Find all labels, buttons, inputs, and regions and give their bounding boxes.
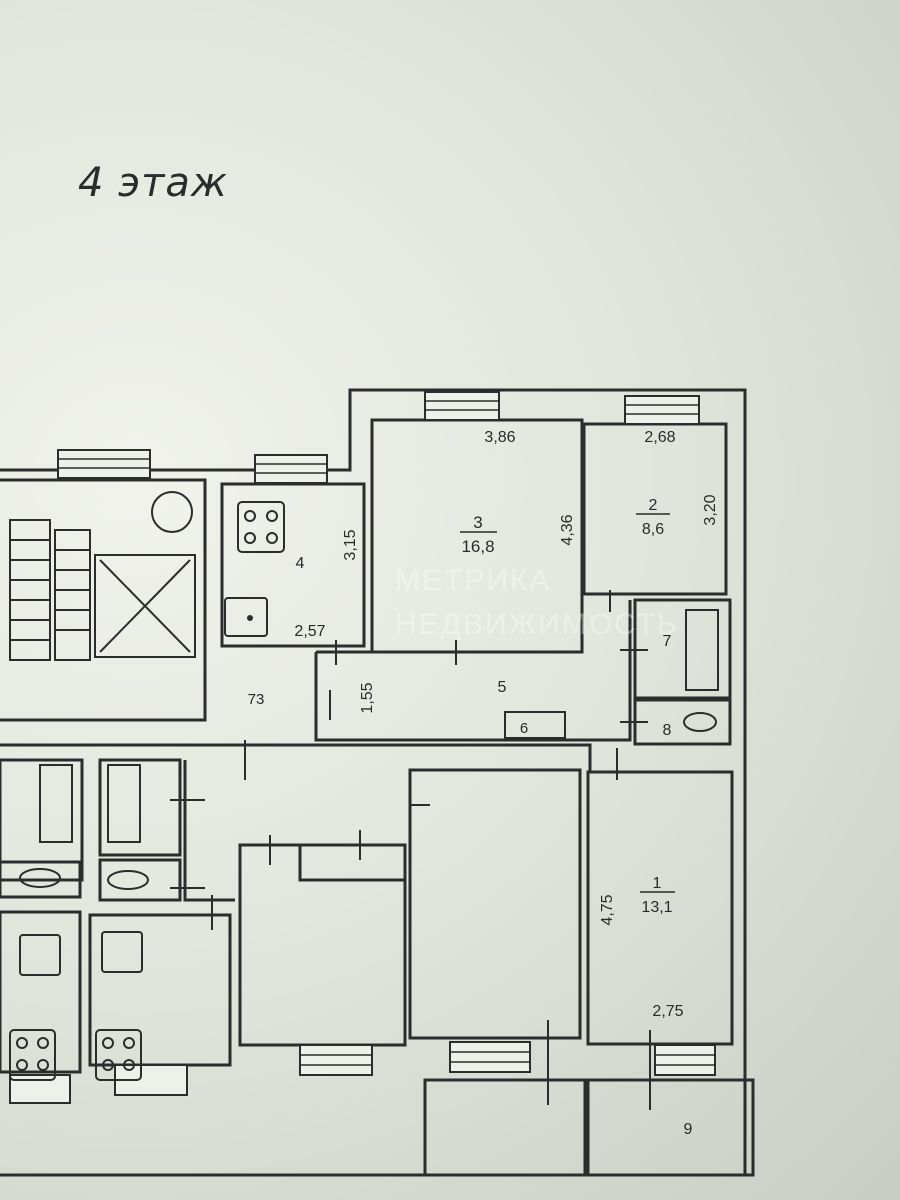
door-marks (170, 590, 651, 1110)
wardrobe-6 (504, 711, 566, 739)
room-3-length: 4,36 (559, 514, 576, 545)
neighbour-room-2-outline (238, 843, 407, 1047)
room-1-width: 2,75 (652, 1003, 683, 1020)
room-4-width: 2,57 (294, 623, 325, 640)
sink-icon (19, 597, 268, 976)
floor-title: 4 этаж (78, 160, 228, 206)
room-2-length: 3,20 (702, 494, 719, 525)
neighbour-room-outline (408, 768, 582, 1040)
room-1-number: 1 (653, 875, 662, 892)
room-9-outline (586, 1078, 755, 1177)
room-4-length: 3,15 (342, 529, 359, 560)
watermark-line1: МЕТРИКА (395, 564, 551, 597)
room-6-number: 6 (520, 720, 528, 737)
watermark-line2: НЕДВИЖИМОСТЬ (395, 608, 679, 641)
toilet-icon (19, 712, 717, 890)
room-4-outline (220, 482, 366, 648)
window-lines (58, 400, 715, 1066)
misc-dimension: 73 (248, 691, 265, 708)
room-1-length: 4,75 (599, 894, 616, 925)
room-3-width: 3,86 (484, 429, 515, 446)
room-9-number: 9 (684, 1121, 693, 1138)
room-5-length: 1,55 (359, 682, 376, 713)
room-5-number: 5 (498, 679, 507, 696)
elevator-shaft (94, 554, 196, 658)
room-1-area: 13,1 (641, 899, 672, 916)
stove-icon (9, 501, 285, 1081)
room-4-number: 4 (296, 555, 305, 572)
room-3-area: 16,8 (461, 537, 494, 556)
room-2-number: 2 (649, 497, 658, 514)
bathtub-icon (39, 609, 719, 843)
room-2-area: 8,6 (642, 521, 664, 538)
room-8-number: 8 (663, 722, 672, 739)
walls (0, 388, 755, 1177)
room-7-number: 7 (663, 633, 672, 650)
room-2-width: 2,68 (644, 429, 675, 446)
room-3-number: 3 (473, 513, 482, 532)
windows (9, 391, 716, 1104)
stairwell (9, 491, 196, 661)
